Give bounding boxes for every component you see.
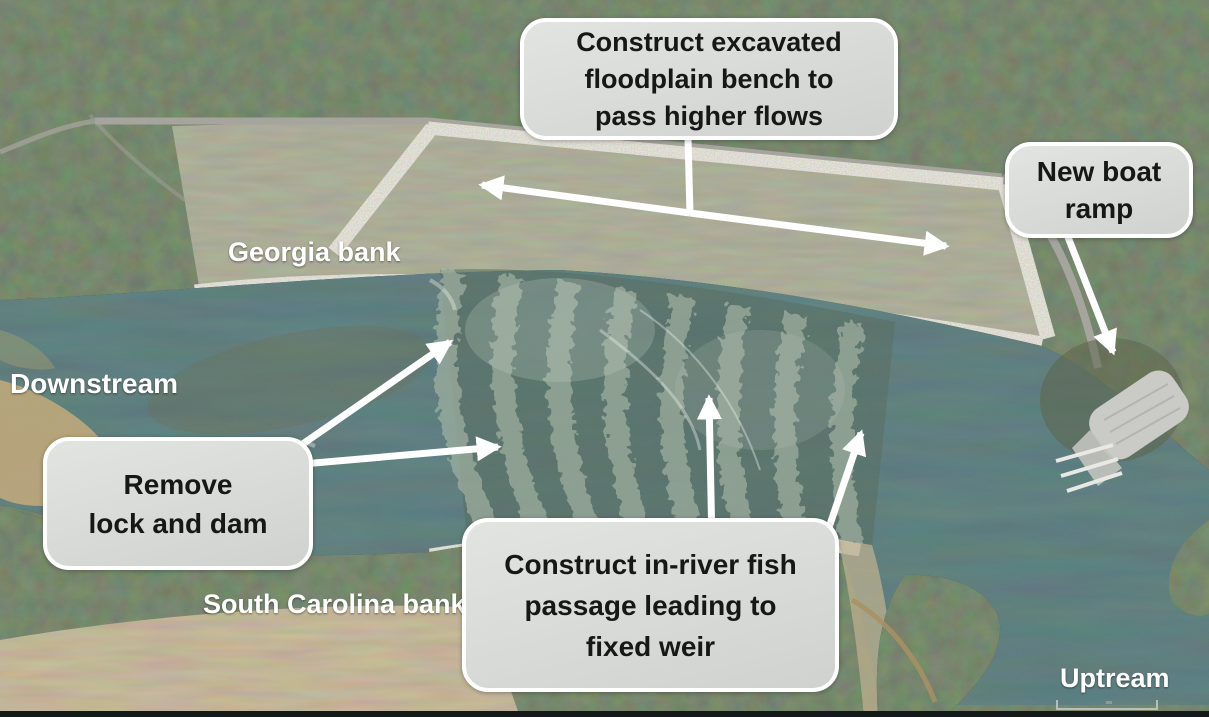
label-downstream: Downstream bbox=[10, 368, 179, 399]
callout-line: lock and dam bbox=[88, 507, 268, 539]
callout-line: floodplain bench to bbox=[584, 63, 834, 94]
arrow-floodplain-right bbox=[689, 209, 950, 256]
arrow-boat-ramp bbox=[1062, 230, 1117, 356]
callout-line: Construct excavated bbox=[576, 26, 842, 57]
scale-bar-tick bbox=[1106, 701, 1113, 704]
callout-floodplain-bench: Construct excavated floodplain bench to … bbox=[520, 18, 898, 140]
callout-line: Remove bbox=[123, 468, 233, 500]
callout-line: passage leading to bbox=[524, 589, 777, 621]
callout-line: ramp bbox=[1064, 193, 1134, 224]
callout-line: Construct in-river fish bbox=[504, 548, 797, 580]
callout-line: fixed weir bbox=[585, 630, 716, 662]
arrow-floodplain-left bbox=[478, 175, 691, 217]
scale-bar bbox=[1056, 700, 1158, 710]
label-georgia-bank: Georgia bank bbox=[228, 237, 401, 267]
callout-fish-passage: Construct in-river fish passage leading … bbox=[462, 518, 839, 692]
callout-line: New boat bbox=[1036, 156, 1162, 187]
label-upstream: Uptream bbox=[1060, 663, 1170, 693]
callout-new-boat-ramp: New boat ramp bbox=[1005, 142, 1193, 238]
image-bottom-border bbox=[0, 711, 1209, 717]
label-south-carolina-bank: South Carolina bank bbox=[203, 589, 466, 619]
callout-line: pass higher flows bbox=[594, 100, 824, 131]
callout-remove-lock-and-dam: Remove lock and dam bbox=[43, 437, 313, 570]
arrow-stem-floodplain bbox=[684, 137, 694, 215]
